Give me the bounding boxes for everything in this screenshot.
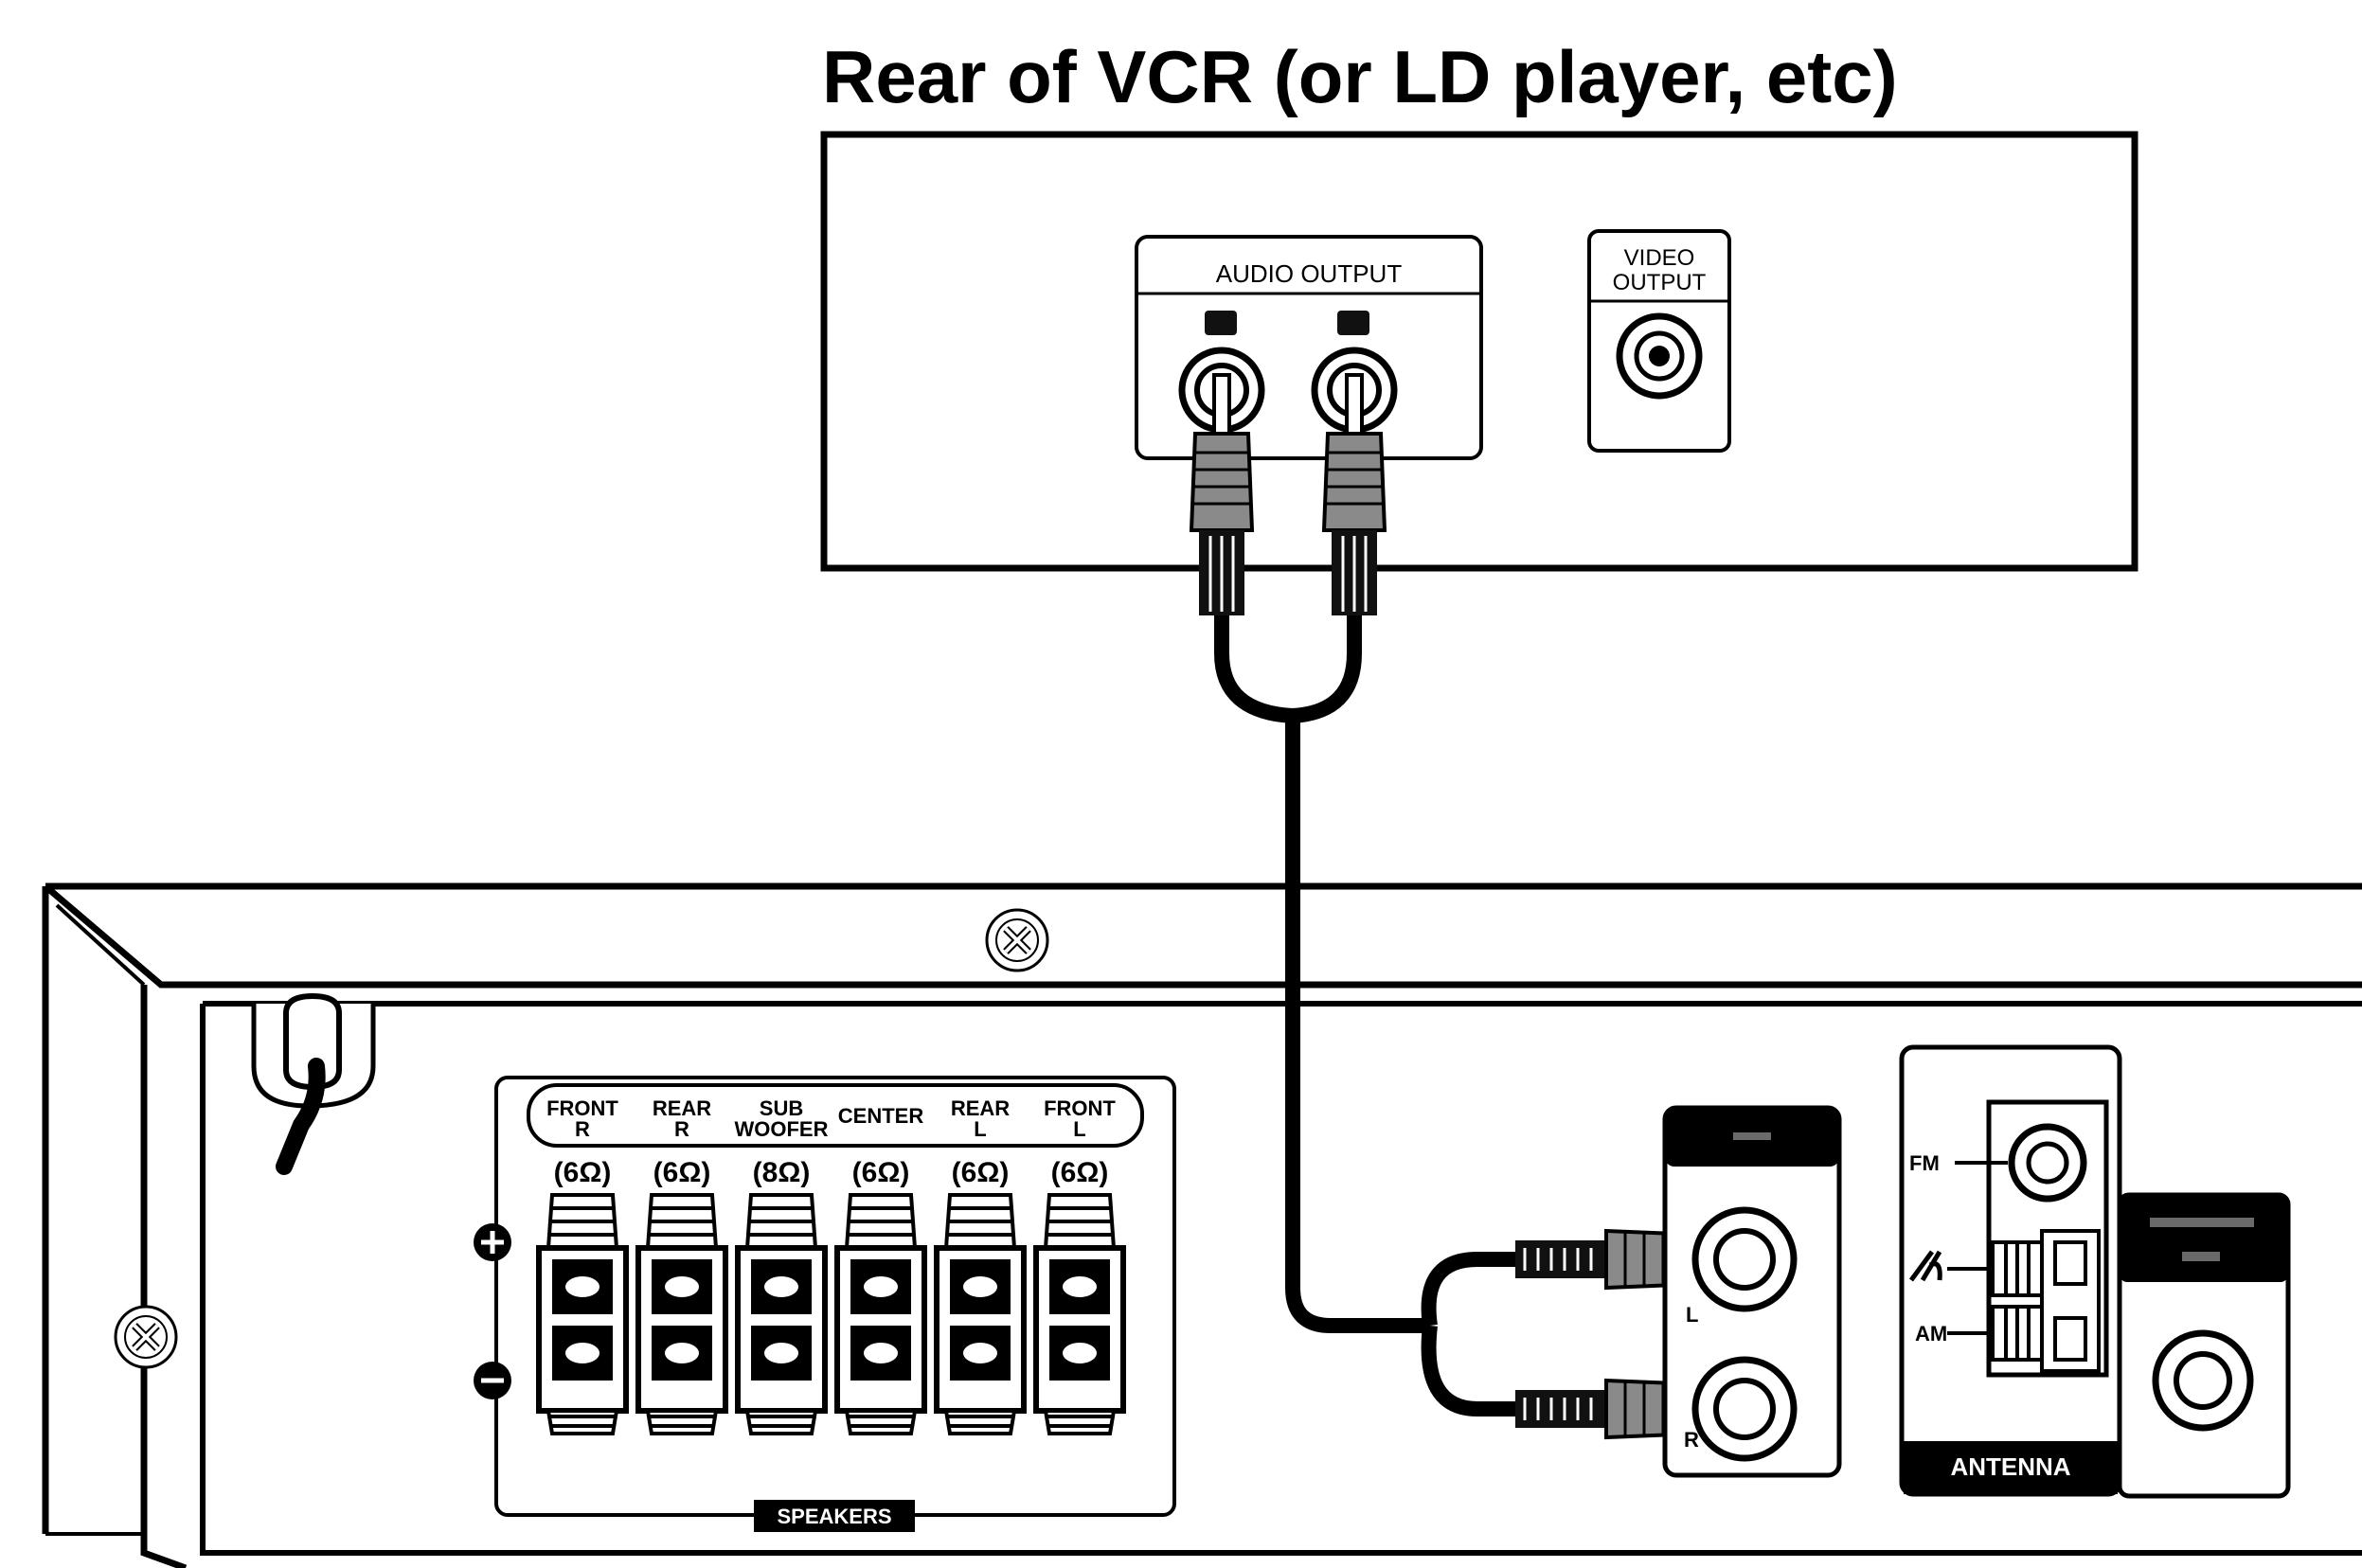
- vcr-video-output-label-line1: VIDEO: [1624, 245, 1695, 271]
- plus-icon: [474, 1223, 511, 1261]
- vcr-rear-panel: AUDIO OUTPUT VIDEO OUTPUT: [820, 131, 2138, 572]
- speaker-channel-sublabel: R: [674, 1117, 689, 1141]
- vcr-audio-output-label: AUDIO OUTPUT: [1216, 259, 1403, 288]
- speaker-channel-label: REAR: [951, 1096, 1010, 1120]
- vcr-audio-left-indicator: [1205, 311, 1237, 335]
- screw-icon: [985, 908, 1049, 972]
- vcr-audio-output-group: AUDIO OUTPUT: [1135, 235, 1483, 460]
- speaker-channel-sublabel: R: [575, 1117, 590, 1141]
- speaker-channel-label: FRONT: [1044, 1096, 1116, 1120]
- fm-label: FM: [1909, 1151, 1940, 1175]
- screw-icon: [114, 1305, 178, 1369]
- vcr-left-plug: [1189, 373, 1255, 615]
- vcr-right-plug: [1321, 373, 1387, 615]
- receiver-audio-input-panel: L R: [1662, 1105, 1842, 1478]
- speaker-terminal-3: CENTER (6Ω): [834, 1104, 927, 1435]
- audio-input-left-label: L: [1686, 1303, 1698, 1327]
- speaker-channel-sublabel: WOOFER: [735, 1117, 829, 1141]
- antenna-label: ANTENNA: [1950, 1452, 2070, 1481]
- speaker-channel-label: REAR: [653, 1096, 711, 1120]
- vcr-video-output-group: VIDEO OUTPUT: [1587, 229, 1731, 453]
- ground-icon: [1908, 1250, 1942, 1282]
- speaker-impedance-label: (6Ω): [653, 1157, 711, 1188]
- monitor-output-jack: [2152, 1329, 2254, 1432]
- speakers-label: SPEAKERS: [777, 1505, 891, 1528]
- am-label: AM: [1915, 1322, 1947, 1345]
- speaker-channel-sublabel: L: [1073, 1117, 1085, 1141]
- receiver-audio-left-jack: [1691, 1206, 1798, 1312]
- speaker-impedance-label: (6Ω): [952, 1157, 1010, 1188]
- speaker-columns: FRONTR(6Ω)REARR(6Ω)SUBWOOFER(8Ω)CENTER(6…: [536, 1096, 1126, 1435]
- speaker-impedance-label: (6Ω): [852, 1157, 910, 1188]
- speaker-channel-label: SUB: [760, 1096, 803, 1120]
- monitor-output-panel: [2117, 1192, 2291, 1499]
- receiver-rear-panel: + − FRONTR(6Ω)REARR(6Ω)SUBWOOFER(8Ω)CENT…: [42, 882, 2362, 1568]
- speaker-impedance-label: (6Ω): [1051, 1157, 1109, 1188]
- speaker-channel-label: CENTER: [838, 1104, 924, 1128]
- speaker-channel-sublabel: L: [974, 1117, 986, 1141]
- speaker-channel-label: FRONT: [546, 1096, 618, 1120]
- am-antenna-clip: [1991, 1229, 2101, 1373]
- vcr-audio-right-indicator: [1337, 311, 1369, 335]
- receiver-audio-right-jack: [1691, 1356, 1798, 1462]
- speaker-terminal-block: + − FRONTR(6Ω)REARR(6Ω)SUBWOOFER(8Ω)CENT…: [474, 1076, 1176, 1532]
- diagram-title: Rear of VCR (or LD player, etc): [822, 35, 1898, 118]
- antenna-panel: FM AM A: [1899, 1044, 2122, 1497]
- vcr-video-output-label-line2: OUTPUT: [1613, 270, 1707, 295]
- speaker-impedance-label: (6Ω): [554, 1157, 612, 1188]
- minus-icon: [474, 1362, 511, 1399]
- audio-input-right-label: R: [1684, 1428, 1699, 1452]
- power-cord-icon: [251, 992, 376, 1175]
- vcr-video-output-jack: [1616, 312, 1703, 400]
- fm-antenna-jack: [2008, 1123, 2087, 1203]
- speaker-impedance-label: (8Ω): [753, 1157, 811, 1188]
